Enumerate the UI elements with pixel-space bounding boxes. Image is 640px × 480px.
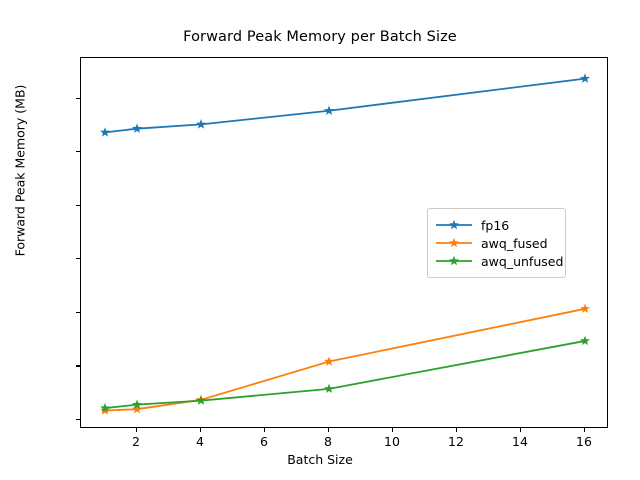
data-point-marker	[324, 383, 334, 394]
x-axis-tick-mark	[456, 428, 458, 432]
y-axis-tick-mark	[76, 97, 80, 99]
series-awq_unfused	[100, 335, 590, 413]
legend-swatch-icon	[435, 254, 473, 268]
x-axis-tick-label: 2	[132, 434, 140, 449]
series-line	[104, 307, 586, 412]
data-point-marker	[100, 127, 110, 137]
y-axis-tick-mark	[76, 311, 80, 314]
x-axis-tick-label: 8	[324, 434, 332, 449]
x-axis-tick-mark	[392, 428, 394, 432]
y-axis-tick-mark	[76, 418, 80, 421]
y-axis-tick-mark	[76, 204, 80, 206]
legend-label: awq_unfused	[481, 253, 564, 269]
legend-item-fp16[interactable]: fp16	[435, 216, 557, 234]
x-axis-tick-label: 6	[260, 434, 268, 449]
data-point-marker	[580, 303, 590, 314]
x-axis-tick-mark	[264, 428, 266, 432]
data-point-marker	[132, 403, 142, 414]
legend-item-awq_fused[interactable]: awq_fused	[435, 234, 557, 252]
data-point-marker	[324, 105, 334, 115]
data-point-marker	[324, 356, 334, 366]
series-awq_fused	[100, 303, 590, 415]
x-axis-tick-mark	[328, 428, 330, 432]
x-axis-tick-label: 16	[576, 434, 592, 449]
x-axis-tick-label: 14	[512, 434, 528, 449]
y-axis-tick-mark	[76, 365, 80, 367]
data-point-marker	[580, 335, 590, 346]
data-point-marker	[132, 399, 142, 409]
data-point-marker	[580, 73, 590, 83]
data-point-marker	[196, 395, 206, 405]
series-canvas	[100, 73, 590, 415]
x-axis-tick-mark	[136, 428, 138, 432]
x-axis-tick-label: 12	[448, 434, 464, 449]
legend-label: awq_fused	[481, 235, 548, 251]
y-axis-tick-mark	[76, 258, 80, 260]
legend-swatch-icon	[435, 218, 473, 232]
y-axis-tick-mark	[76, 151, 80, 153]
legend-swatch-icon	[435, 236, 473, 250]
x-axis-tick-mark	[584, 428, 586, 432]
x-axis-tick-mark	[200, 428, 202, 432]
x-axis-label: Batch Size	[287, 452, 353, 467]
series-line	[104, 340, 586, 410]
x-axis-tick-label: 10	[384, 434, 400, 449]
legend-item-awq_unfused[interactable]: awq_unfused	[435, 252, 563, 270]
chart-title: Forward Peak Memory per Batch Size	[183, 29, 457, 45]
data-point-marker	[100, 402, 110, 413]
x-axis-tick-mark	[520, 428, 522, 432]
x-axis-tick-label: 4	[196, 434, 204, 449]
chart-legend[interactable]: fp16 awq_fused awq_unfused	[427, 208, 566, 278]
series-fp16	[100, 73, 590, 137]
data-point-marker	[196, 119, 206, 129]
series-line	[104, 77, 586, 134]
plot-area	[80, 57, 608, 428]
data-point-marker	[132, 123, 142, 133]
y-axis-label: Forward Peak Memory (MB)	[12, 84, 28, 257]
legend-label: fp16	[481, 217, 510, 233]
